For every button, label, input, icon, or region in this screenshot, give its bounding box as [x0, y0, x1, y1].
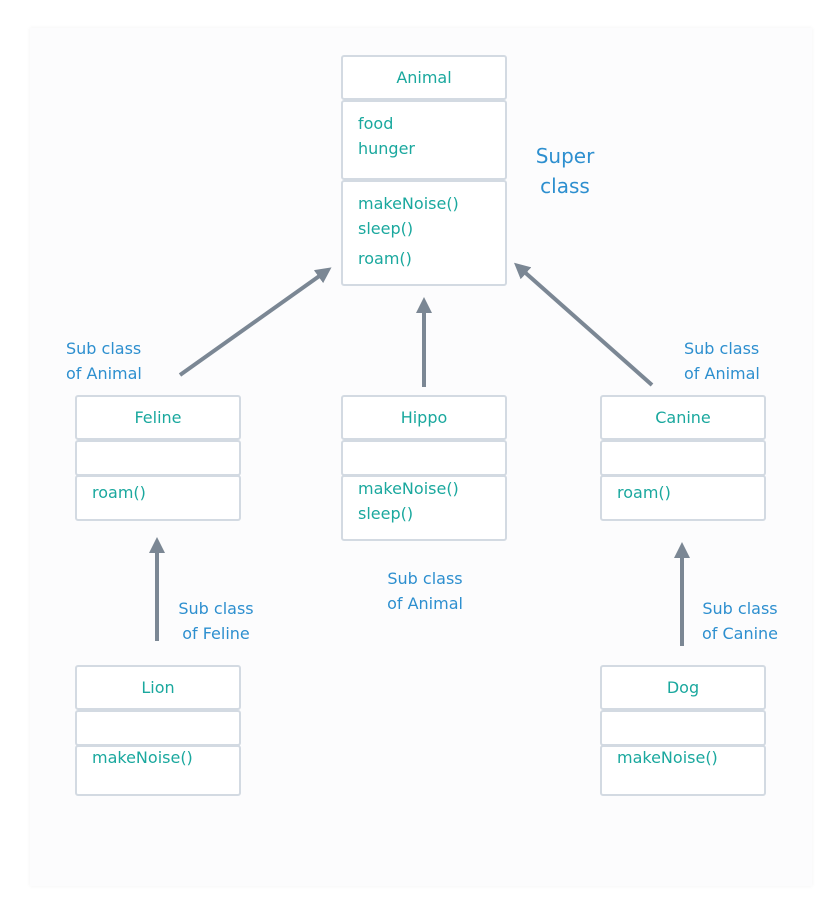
method-makenoise: makeNoise()	[92, 748, 193, 767]
method-sleep: sleep()	[358, 219, 414, 238]
class-name-canine: Canine	[655, 408, 711, 427]
dog-subclass-label-line1: Sub class	[702, 599, 778, 618]
class-name-feline: Feline	[134, 408, 182, 427]
class-header-animal: Animal	[341, 55, 507, 100]
lion-subclass-label-line1: Sub class	[178, 599, 254, 618]
class-header-dog: Dog	[600, 665, 766, 710]
method-makenoise: makeNoise()	[358, 479, 459, 498]
hippo-subclass-label: Sub class of Animal	[370, 566, 480, 616]
class-name-animal: Animal	[396, 68, 452, 87]
methods-section-dog: makeNoise()	[600, 745, 766, 796]
methods-section-animal: makeNoise() sleep() roam()	[341, 180, 507, 286]
class-header-hippo: Hippo	[341, 395, 507, 440]
attribute-food: food	[358, 114, 394, 133]
canine-subclass-label: Sub class of Animal	[684, 336, 760, 386]
arrow-canine-to-animal	[514, 262, 654, 387]
canine-subclass-label-line1: Sub class	[684, 339, 760, 358]
method-roam: roam()	[617, 483, 671, 502]
dog-subclass-label-line2: of Canine	[701, 624, 779, 643]
methods-section-canine: roam()	[600, 475, 766, 521]
class-name-hippo: Hippo	[400, 408, 448, 427]
attributes-section-hippo	[341, 440, 507, 476]
method-roam: roam()	[358, 249, 412, 268]
attributes-section-feline	[75, 440, 241, 476]
methods-section-hippo: makeNoise() sleep()	[341, 475, 507, 541]
super-class-label-line2: class	[540, 174, 590, 198]
method-makenoise: makeNoise()	[358, 194, 459, 213]
methods-section-lion: makeNoise()	[75, 745, 241, 796]
method-sleep: sleep()	[358, 504, 414, 523]
feline-subclass-label-line2: of Animal	[66, 364, 142, 383]
attributes-section-lion	[75, 710, 241, 746]
attributes-section-canine	[600, 440, 766, 476]
dog-subclass-label: Sub class of Canine	[692, 596, 788, 646]
super-class-label-line1: Super	[535, 144, 595, 168]
lion-subclass-label-line2: of Feline	[182, 624, 250, 643]
method-roam: roam()	[92, 483, 146, 502]
class-header-lion: Lion	[75, 665, 241, 710]
attributes-section-animal: food hunger	[341, 100, 507, 180]
super-class-label: Super class	[525, 141, 605, 201]
feline-subclass-label-line1: Sub class	[66, 339, 142, 358]
canine-subclass-label-line2: of Animal	[684, 364, 760, 383]
class-name-dog: Dog	[666, 678, 700, 697]
lion-subclass-label: Sub class of Feline	[166, 596, 266, 646]
feline-subclass-label: Sub class of Animal	[66, 336, 142, 386]
method-makenoise: makeNoise()	[617, 748, 718, 767]
class-name-lion: Lion	[141, 678, 175, 697]
hippo-subclass-label-line2: of Animal	[387, 594, 463, 613]
methods-section-feline: roam()	[75, 475, 241, 521]
attributes-section-dog	[600, 710, 766, 746]
arrow-feline-to-animal	[178, 267, 332, 377]
attribute-hunger: hunger	[358, 139, 415, 158]
hippo-subclass-label-line1: Sub class	[387, 569, 463, 588]
class-header-feline: Feline	[75, 395, 241, 440]
class-header-canine: Canine	[600, 395, 766, 440]
